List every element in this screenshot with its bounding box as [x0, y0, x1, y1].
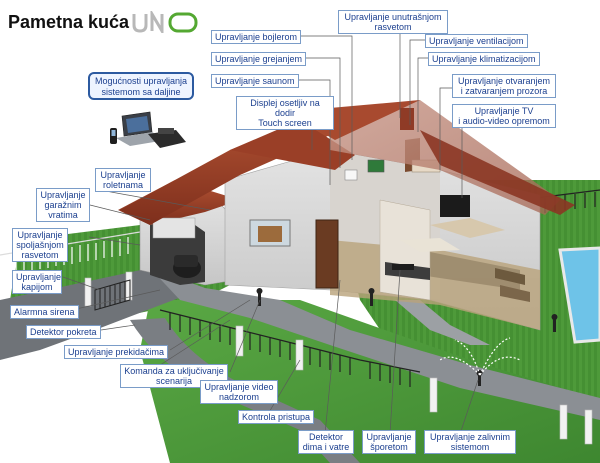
chimney — [400, 108, 414, 130]
label-irrigation-control: Upravljanje zalivnim sistemom — [424, 430, 516, 454]
label-smoke-l1: Detektor — [308, 432, 343, 442]
label-window-control: Upravljanje otvaranjem i zatvaranjem pro… — [452, 74, 556, 98]
label-outdoor-l1: Upravljanje — [17, 230, 63, 240]
label-ventilation-control: Upravljanje ventilacijom — [425, 34, 528, 48]
front-road — [150, 268, 600, 420]
label-smoke-l2: dima i vatre — [302, 442, 350, 452]
label-stove-l2: šporetom — [370, 442, 408, 452]
sprinkler-spray — [439, 337, 521, 376]
label-outdoor-l2: spoljašnjom — [16, 240, 64, 250]
label-garage-door-control: Upravljanje garažnim vratima — [36, 188, 90, 222]
label-video-l2: nadzorom — [218, 392, 260, 402]
label-motion-detector: Detektor pokreta — [26, 325, 101, 339]
label-tv-av-l1: Upravljanje TV — [474, 106, 534, 116]
label-indoor-lighting-l1: Upravljanje unutrašnjom — [344, 12, 442, 22]
label-blinds-control: Upravljanje roletnama — [95, 168, 151, 192]
page-title: Pametna kuća — [8, 12, 130, 32]
label-access-control: Kontrola pristupa — [238, 410, 315, 424]
label-scenario-command: Komanda za uključivanje scenarija — [120, 364, 228, 388]
remote-devices — [110, 111, 186, 148]
label-stove-l1: Upravljanje — [366, 432, 412, 442]
label-touch-display: Displej osetljiv na dodir Touch screen — [236, 96, 334, 130]
label-alarm-siren: Alarmna sirena — [10, 305, 79, 319]
label-touch-display-l1: Displej osetljiv na dodir — [250, 98, 320, 118]
label-scenario-l1: Komanda za uključivanje — [124, 366, 224, 376]
remote-control-callout: Mogućnosti upravljanja sistemom sa dalji… — [88, 72, 194, 100]
label-smoke-fire-detector: Detektor dima i vatre — [298, 430, 354, 454]
label-tv-av-control: Upravljanje TV i audio-video opremom — [452, 104, 556, 128]
unb-logo — [132, 11, 198, 33]
label-gate-control: Upravljanje kapijom — [12, 270, 62, 294]
label-garage-l1: Upravljanje — [40, 190, 86, 200]
label-irrigation-l1: Upravljanje zalivnim — [429, 432, 511, 442]
label-tv-av-l2: i audio-video opremom — [458, 116, 550, 126]
label-switch-control: Upravljanje prekidačima — [64, 345, 169, 359]
label-indoor-lighting: Upravljanje unutrašnjom rasvetom — [338, 10, 448, 34]
path-right — [395, 300, 490, 345]
label-sauna-control: Upravljanje saunom — [211, 74, 299, 88]
label-scenario-l2: scenarija — [155, 376, 193, 386]
label-air-conditioning: Upravljanje klimatizacijom — [428, 52, 540, 66]
label-garage-l3: vratima — [48, 210, 78, 220]
roof-right — [420, 130, 575, 215]
label-touch-display-l2: Touch screen — [258, 118, 312, 128]
label-blinds-l2: roletnama — [102, 180, 144, 190]
label-window-control-l2: i zatvaranjem prozora — [460, 86, 548, 96]
label-garage-l2: garažnim — [44, 200, 82, 210]
label-blinds-l1: Upravljanje — [100, 170, 146, 180]
pool — [558, 246, 600, 344]
callout-line-2: sistemom sa daljine — [101, 87, 181, 97]
label-stove-control: Upravljanje šporetom — [362, 430, 416, 454]
callout-line-1: Mogućnosti upravljanja — [94, 76, 188, 86]
label-outdoor-lighting: Upravljanje spoljašnjom rasvetom — [12, 228, 68, 262]
label-outdoor-l3: rasvetom — [21, 250, 59, 260]
label-window-control-l1: Upravljanje otvaranjem — [457, 76, 551, 86]
label-video-surveillance: Upravljanje video nadzorom — [200, 380, 278, 404]
label-video-l1: Upravljanje video — [204, 382, 274, 392]
label-heating-control: Upravljanje grejanjem — [211, 52, 307, 66]
label-indoor-lighting-l2: rasvetom — [374, 22, 412, 32]
label-gate-l2: kapijom — [21, 282, 53, 292]
label-boiler-control: Upravljanje bojlerom — [211, 30, 302, 44]
label-gate-l1: Upravljanje — [16, 272, 62, 282]
label-irrigation-l2: sistemom — [450, 442, 490, 452]
